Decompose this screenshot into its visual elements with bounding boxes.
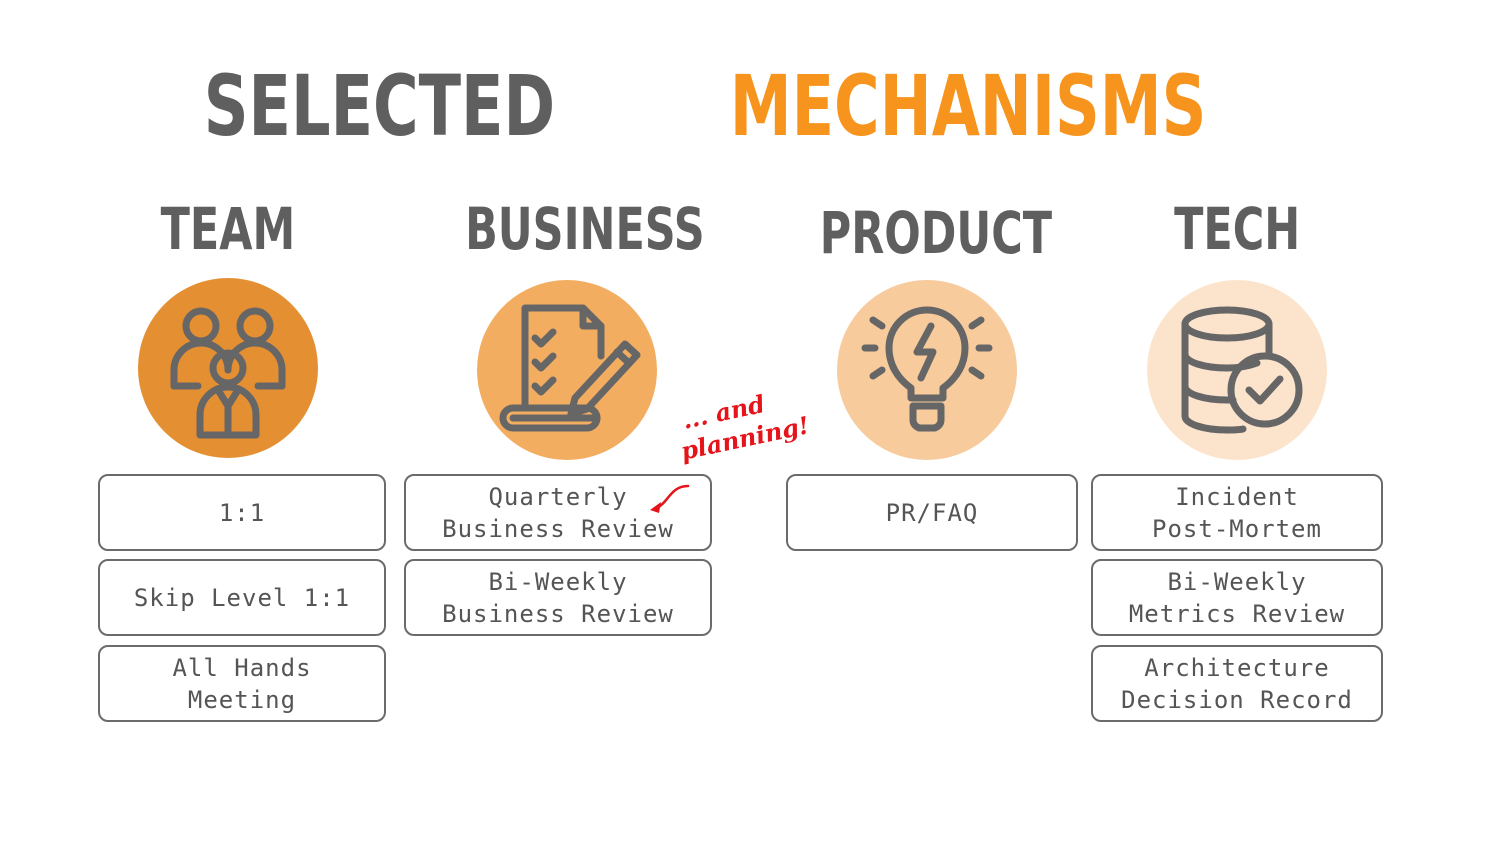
- mechanism-box-biweekly-metrics-review: Bi-Weekly Metrics Review: [1091, 559, 1383, 636]
- planning-annotation: ... and planning!: [678, 389, 812, 466]
- mechanism-box-architecture-decision-record: Architecture Decision Record: [1091, 645, 1383, 722]
- team-people-icon: [170, 307, 286, 439]
- mechanism-box-one-on-one: 1:1: [98, 474, 386, 551]
- column-heading-product: PRODUCT: [819, 199, 1053, 267]
- product-circle: [837, 280, 1017, 460]
- mechanism-box-quarterly-business-review: Quarterly Business Review: [404, 474, 712, 551]
- mechanism-box-skip-level: Skip Level 1:1: [98, 559, 386, 636]
- annotation-arrow-icon: [650, 484, 690, 513]
- team-circle: [138, 278, 318, 458]
- column-heading-tech: TECH: [1173, 195, 1301, 263]
- column-heading-team: TEAM: [160, 195, 296, 263]
- mechanism-box-biweekly-business-review: Bi-Weekly Business Review: [404, 559, 712, 636]
- lightbulb-icon: [861, 306, 993, 432]
- database-check-icon: [1181, 306, 1303, 434]
- page-title: SELECTED MECHANISMS: [0, 56, 1432, 156]
- business-circle: [477, 280, 657, 460]
- checklist-pencil-icon: [499, 304, 641, 432]
- mechanism-box-incident-post-mortem: Incident Post-Mortem: [1091, 474, 1383, 551]
- tech-circle: [1147, 280, 1327, 460]
- mechanism-box-pr-faq: PR/FAQ: [786, 474, 1078, 551]
- title-part-selected: SELECTED: [203, 57, 556, 155]
- title-part-mechanisms: MECHANISMS: [729, 57, 1207, 155]
- column-heading-business: BUSINESS: [465, 195, 705, 263]
- mechanism-box-all-hands: All Hands Meeting: [98, 645, 386, 722]
